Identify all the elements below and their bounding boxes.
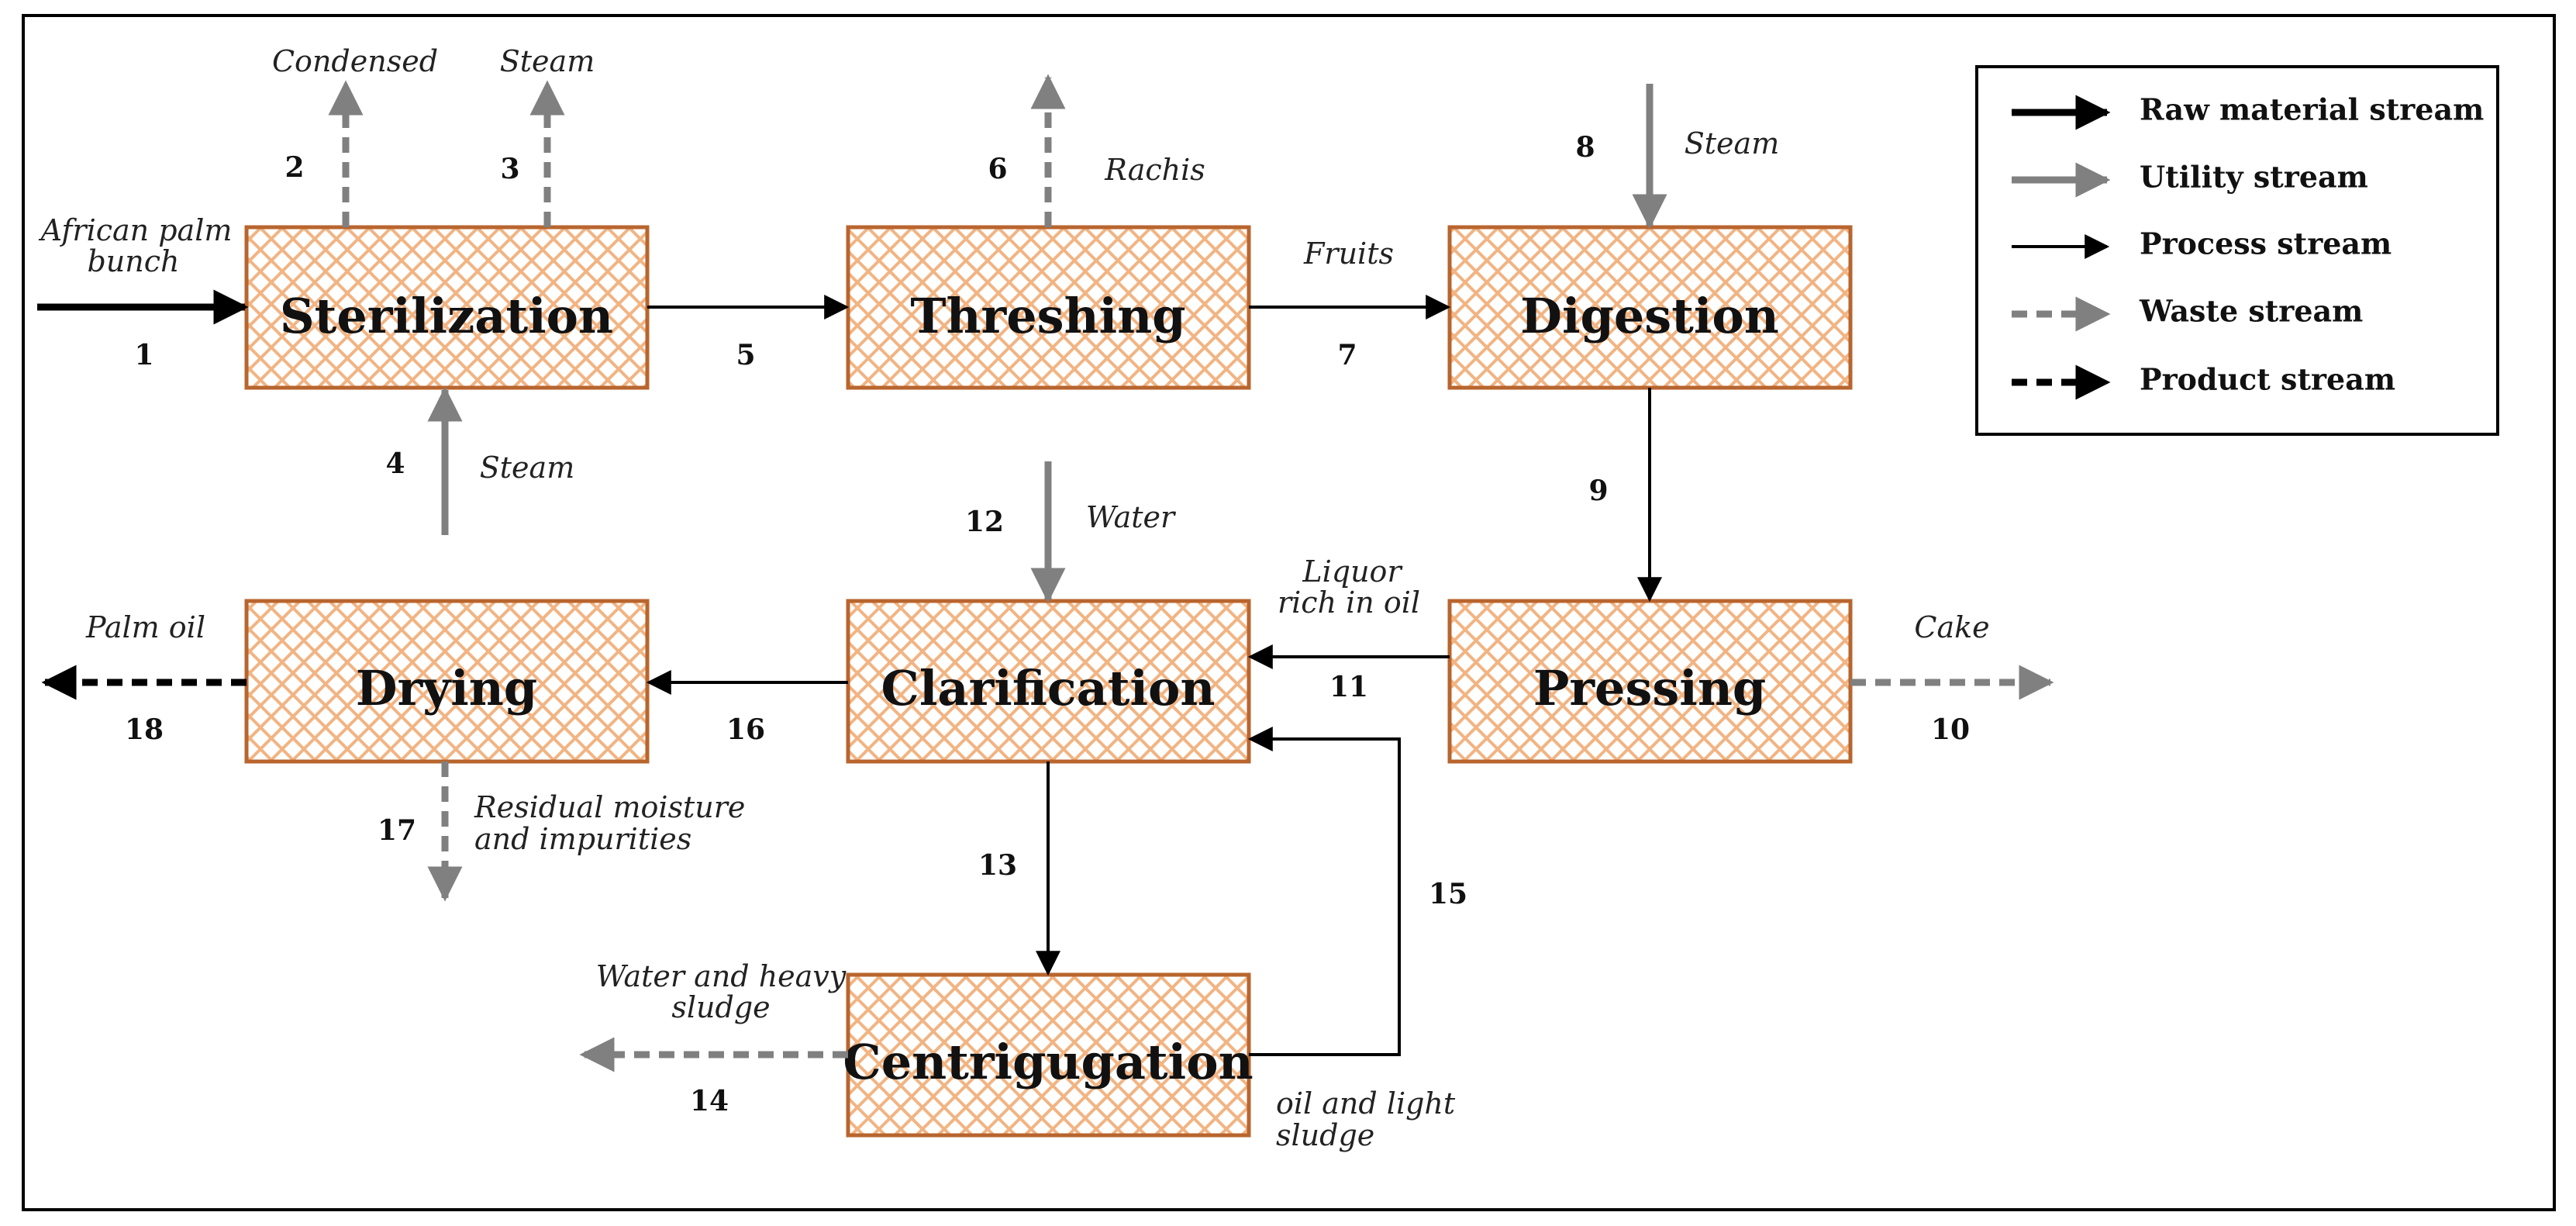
- box-digestion-label: Digestion: [1520, 288, 1779, 344]
- stream-number-16: 16: [726, 713, 765, 746]
- box-digestion: Digestion: [1447, 225, 1853, 390]
- legend-product-label: Product stream: [2140, 362, 2395, 397]
- stream-number-17: 17: [378, 814, 416, 847]
- label-steam-out: Steam: [500, 44, 595, 78]
- box-centrifugation-label: Centrigugation: [843, 1034, 1253, 1090]
- label-water-sludge-1: Water and heavy: [596, 959, 847, 993]
- stream-number-14: 14: [690, 1085, 729, 1117]
- legend-waste-label: Waste stream: [2139, 294, 2363, 329]
- label-steam-digestion: Steam: [1685, 126, 1779, 161]
- stream-number-12: 12: [965, 506, 1004, 538]
- label-fruits: Fruits: [1303, 237, 1394, 271]
- label-water-sludge-2: sludge: [671, 990, 770, 1024]
- label-oil-sludge-1: oil and light: [1276, 1086, 1456, 1121]
- box-pressing: Pressing: [1447, 599, 1853, 764]
- stream-number-6: 6: [988, 153, 1007, 185]
- box-clarification: Clarification: [846, 599, 1251, 764]
- stream-number-5: 5: [736, 339, 755, 371]
- label-steam-in: Steam: [480, 451, 574, 485]
- outer-frame: [22, 14, 2556, 1211]
- legend-frame: [1975, 65, 2499, 436]
- label-residual-1: Residual moisture: [474, 790, 745, 824]
- stream-number-7: 7: [1337, 339, 1357, 371]
- label-residual-2: and impurities: [474, 822, 691, 856]
- box-drying: Drying: [244, 599, 650, 764]
- stream-number-9: 9: [1588, 475, 1608, 507]
- box-centrifugation: Centrigugation: [843, 972, 1254, 1138]
- box-pressing-label: Pressing: [1533, 660, 1767, 717]
- box-drying-label: Drying: [356, 660, 537, 717]
- label-african-palm-2: bunch: [87, 244, 179, 278]
- label-cake: Cake: [1914, 610, 1989, 644]
- label-condensed: Condensed: [272, 44, 438, 78]
- stream-number-15: 15: [1429, 878, 1467, 910]
- box-clarification-label: Clarification: [881, 660, 1216, 717]
- stream-number-8: 8: [1575, 131, 1595, 164]
- label-water: Water: [1086, 500, 1177, 534]
- label-african-palm-1: African palm: [39, 213, 233, 247]
- stream-number-13: 13: [978, 849, 1017, 882]
- box-sterilization-label: Sterilization: [280, 288, 613, 344]
- stream-number-2: 2: [284, 151, 304, 184]
- stream-number-10: 10: [1931, 713, 1970, 746]
- legend-process-label: Process stream: [2140, 226, 2392, 261]
- label-rachis: Rachis: [1104, 153, 1205, 187]
- legend: Raw material stream Utility stream Proce…: [1975, 65, 2499, 436]
- box-sterilization: Sterilization: [244, 225, 650, 390]
- legend-raw-label: Raw material stream: [2140, 92, 2484, 127]
- stream-number-3: 3: [500, 153, 519, 185]
- legend-utility-label: Utility stream: [2140, 160, 2368, 195]
- stream-number-4: 4: [385, 447, 405, 480]
- stream-number-1: 1: [134, 339, 153, 371]
- stream-15-arrow: [1247, 727, 1401, 1056]
- box-threshing-label: Threshing: [910, 288, 1185, 344]
- label-palm-oil: Palm oil: [85, 610, 205, 644]
- stream-number-18: 18: [125, 713, 164, 746]
- label-oil-sludge-2: sludge: [1276, 1118, 1374, 1152]
- box-threshing: Threshing: [846, 225, 1251, 390]
- label-liquor-1: Liquor: [1302, 554, 1403, 589]
- stream-number-11: 11: [1329, 671, 1368, 703]
- label-liquor-2: rich in oil: [1278, 585, 1420, 620]
